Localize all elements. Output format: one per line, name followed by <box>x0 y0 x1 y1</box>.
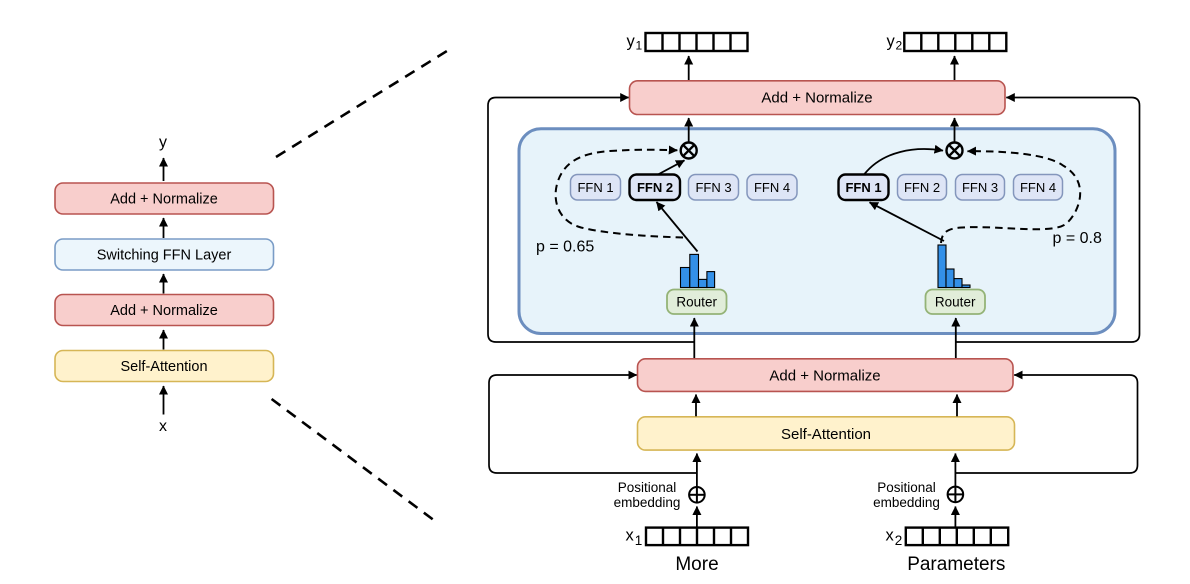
svg-text:FFN 4: FFN 4 <box>1020 180 1056 195</box>
svg-text:x: x <box>886 527 895 545</box>
svg-text:embedding: embedding <box>614 495 681 510</box>
svg-text:y: y <box>627 33 636 51</box>
svg-text:Router: Router <box>676 295 717 310</box>
svg-text:More: More <box>675 554 718 575</box>
svg-text:Router: Router <box>935 295 976 310</box>
svg-text:Positional: Positional <box>877 480 936 495</box>
svg-text:p = 0.8: p = 0.8 <box>1053 230 1102 247</box>
svg-text:Switching FFN Layer: Switching FFN Layer <box>97 248 232 264</box>
svg-text:2: 2 <box>896 39 903 53</box>
svg-text:x: x <box>626 527 635 545</box>
svg-text:2: 2 <box>895 533 903 548</box>
svg-text:FFN 3: FFN 3 <box>695 180 731 195</box>
svg-text:y: y <box>159 134 167 151</box>
svg-text:Parameters: Parameters <box>907 554 1005 575</box>
svg-text:Add + Normalize: Add + Normalize <box>110 192 218 208</box>
svg-text:Add + Normalize: Add + Normalize <box>769 368 880 385</box>
svg-text:FFN 2: FFN 2 <box>637 180 673 195</box>
svg-text:x: x <box>159 418 167 435</box>
svg-text:FFN 3: FFN 3 <box>962 180 998 195</box>
svg-text:y: y <box>887 33 896 51</box>
svg-text:Add + Normalize: Add + Normalize <box>110 303 218 319</box>
svg-text:Self-Attention: Self-Attention <box>781 426 871 443</box>
svg-text:FFN 1: FFN 1 <box>577 180 613 195</box>
svg-text:embedding: embedding <box>873 495 940 510</box>
svg-text:1: 1 <box>635 533 643 548</box>
svg-text:Add + Normalize: Add + Normalize <box>761 90 872 107</box>
svg-text:p = 0.65: p = 0.65 <box>536 239 594 256</box>
svg-text:1: 1 <box>636 39 643 53</box>
svg-text:Self-Attention: Self-Attention <box>120 359 207 375</box>
svg-text:Positional: Positional <box>618 480 677 495</box>
svg-text:FFN 2: FFN 2 <box>904 180 940 195</box>
svg-text:FFN 4: FFN 4 <box>754 180 790 195</box>
svg-text:FFN 1: FFN 1 <box>845 180 881 195</box>
